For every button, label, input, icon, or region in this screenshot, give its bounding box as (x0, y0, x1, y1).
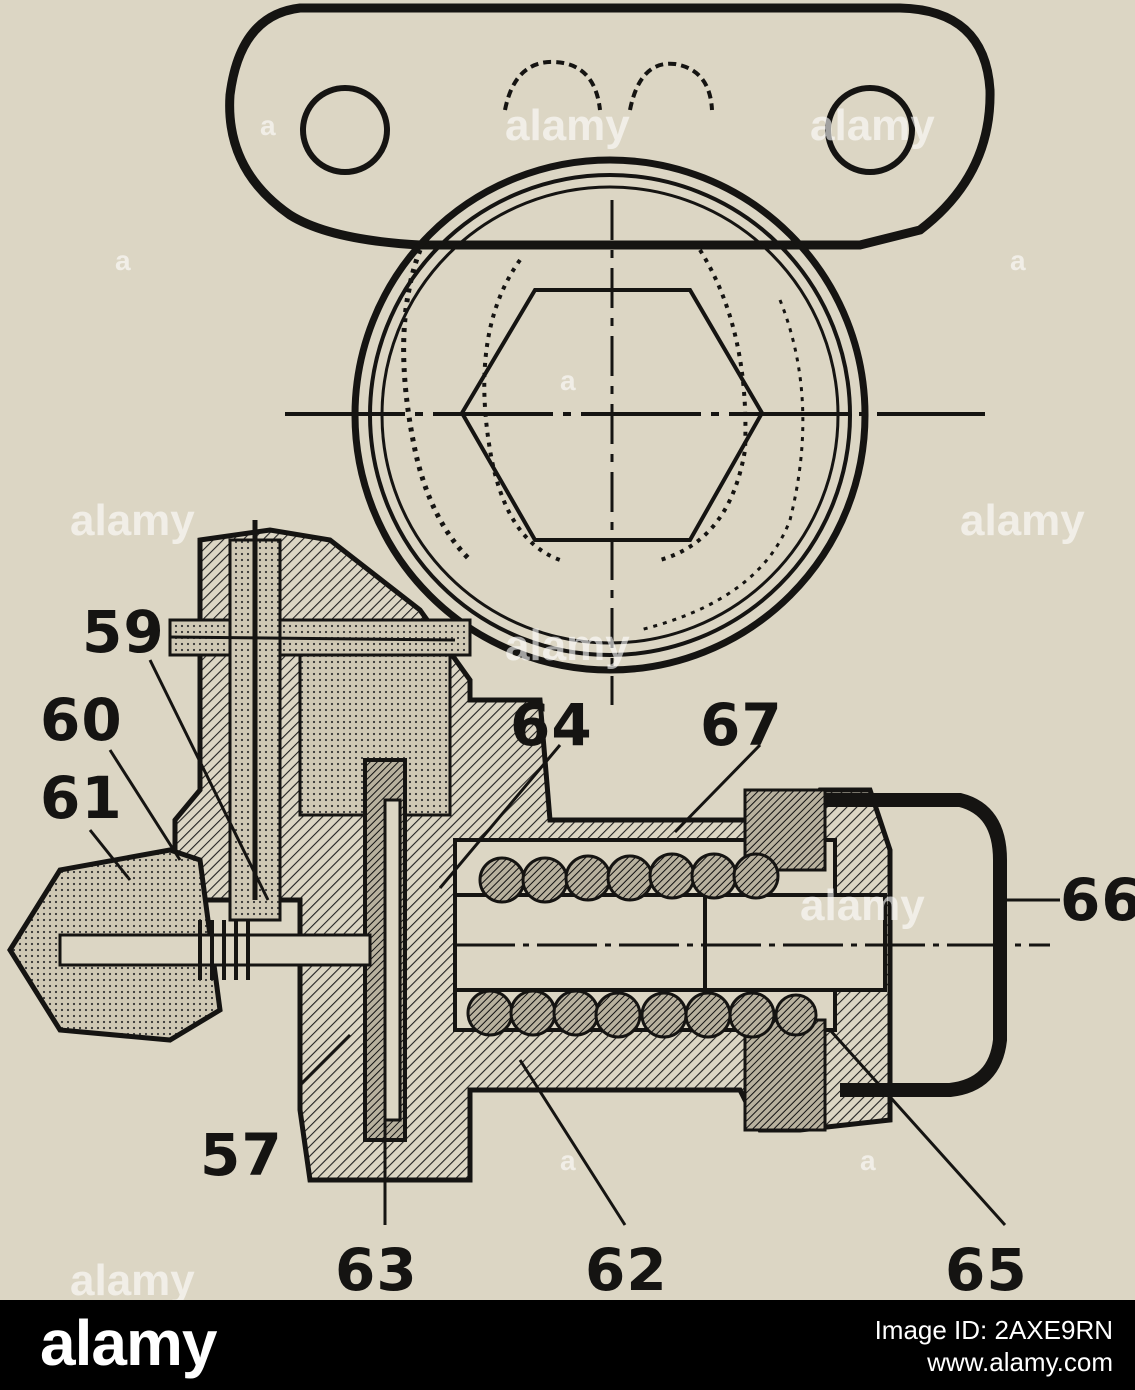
stock-footer-bar: alamy Image ID: 2AXE9RN www.alamy.com (0, 1300, 1135, 1390)
footer-info: Image ID: 2AXE9RN www.alamy.com (875, 1314, 1113, 1378)
leader-lines (88, 635, 1060, 1227)
callout-60: 60 (40, 686, 123, 754)
watermark-tile-3: a (560, 365, 576, 396)
watermark-bottom-left: alamy (70, 1256, 195, 1300)
callout-59: 59 (82, 598, 165, 666)
watermark-right: alamy (960, 496, 1085, 545)
housing-circle (285, 156, 985, 705)
watermark-layer: alamy alamy alamy alamy alamy alamy alam… (70, 101, 1085, 1300)
mounting-flange (225, 3, 995, 250)
valve-body-section (7, 520, 1050, 1183)
watermark-top-center: alamy (505, 101, 630, 150)
footer-logo: alamy (40, 1307, 217, 1379)
watermark-tile-5: a (860, 1145, 876, 1176)
callout-61: 61 (40, 764, 123, 832)
watermark-tile-1: a (115, 245, 131, 276)
callout-67: 67 (700, 691, 783, 759)
callout-63: 63 (335, 1236, 418, 1300)
watermark-tile-4: a (1010, 245, 1026, 276)
callout-64: 64 (510, 691, 593, 759)
callout-57: 57 (200, 1121, 283, 1189)
callout-65: 65 (945, 1236, 1028, 1300)
watermark-tile-6: a (560, 1145, 576, 1176)
callout-62: 62 (585, 1236, 668, 1300)
callout-66: 66 (1060, 866, 1135, 934)
watermark-center: alamy (505, 621, 630, 670)
image-id-text: Image ID: 2AXE9RN (874, 1315, 1113, 1345)
callout-labels: 59 60 61 64 67 66 57 63 62 65 (40, 598, 1135, 1300)
watermark-top-right: alamy (810, 101, 935, 150)
watermark-left: alamy (70, 496, 195, 545)
valve-drawing: 59 60 61 64 67 66 57 63 62 65 alamy alam… (7, 3, 1135, 1300)
diagram-figure: 59 60 61 64 67 66 57 63 62 65 alamy alam… (0, 0, 1135, 1300)
footer-url: www.alamy.com (927, 1347, 1113, 1377)
watermark-mid-right: alamy (800, 881, 925, 930)
watermark-tile-2: a (260, 110, 276, 141)
